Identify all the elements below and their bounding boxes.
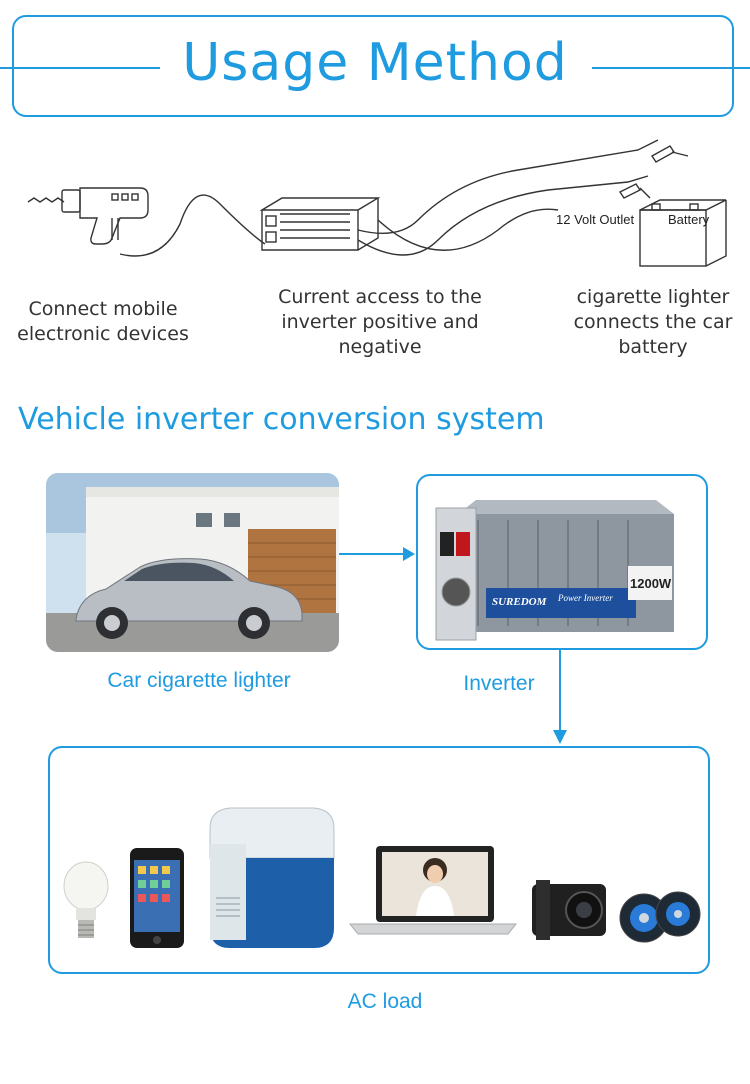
step-caption-devices: Connect mobile electronic devices — [17, 298, 189, 345]
car-photo — [46, 473, 339, 652]
car-icon — [75, 558, 303, 639]
battery-icon — [639, 199, 727, 267]
light-bulb-icon — [63, 861, 109, 938]
inverter-icon — [435, 500, 674, 641]
inverter-caption: Inverter — [463, 672, 535, 695]
drill-icon — [27, 187, 149, 245]
header-frame — [12, 15, 734, 117]
ac-load-panel — [48, 746, 710, 974]
inverter-power: 1200W — [630, 576, 672, 591]
section-title: Vehicle inverter conversion system — [18, 402, 545, 437]
car-caption: Car cigarette lighter — [107, 669, 291, 692]
inverter-panel: SUREDOM Power Inverter 1200W — [416, 474, 708, 650]
camera-icon — [532, 880, 606, 940]
outlet-label: 12 Volt Outlet — [556, 212, 634, 227]
header-rule-left — [0, 67, 160, 69]
page-title: Usage Method — [182, 33, 568, 93]
header-rule-right — [592, 67, 750, 69]
wiring-diagram: 12 Volt Outlet Battery — [27, 139, 727, 267]
load-caption: AC load — [347, 990, 423, 1013]
battery-label: Battery — [668, 212, 710, 227]
inverter-model: Power Inverter — [557, 593, 613, 603]
speaker-icon — [619, 891, 701, 943]
car-fridge-icon — [209, 807, 335, 948]
inverter-brand: SUREDOM — [492, 596, 548, 608]
arrow-right-icon — [339, 547, 415, 561]
smartphone-icon — [130, 848, 184, 948]
laptop-icon — [348, 846, 518, 935]
arrow-down-icon — [553, 650, 567, 744]
step-caption-inverter: Current access to the inverter positive … — [278, 286, 482, 358]
step-caption-battery: cigarette lighter connects the car batte… — [573, 286, 733, 358]
